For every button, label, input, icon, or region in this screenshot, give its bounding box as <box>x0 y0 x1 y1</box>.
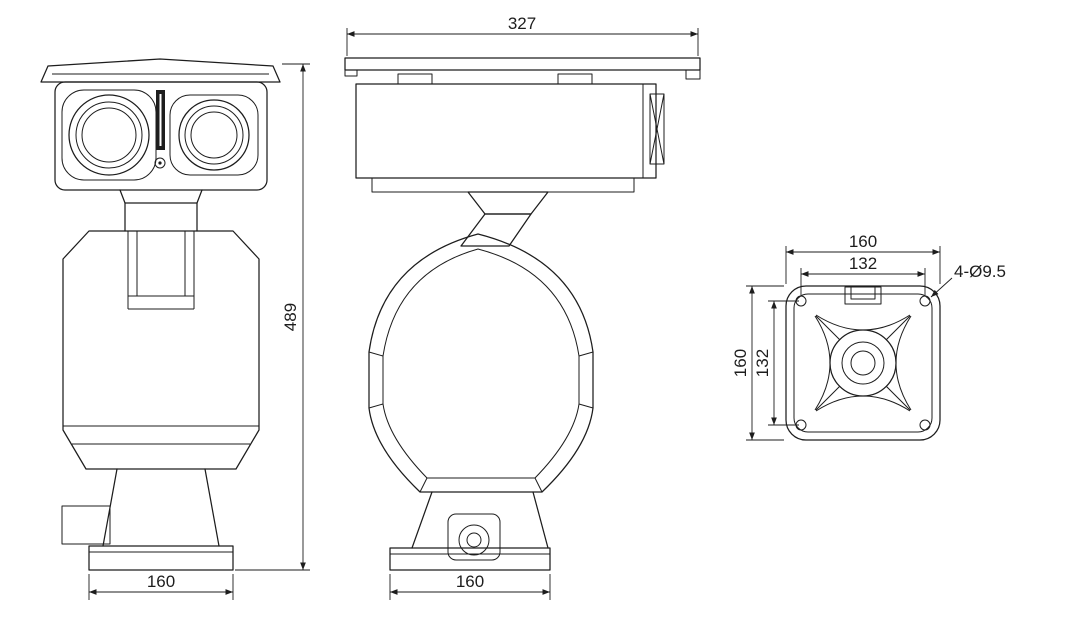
housing-underside <box>371 177 635 193</box>
dim-label-base-inner-height: 132 <box>753 349 772 377</box>
yoke-arm-side <box>460 213 532 247</box>
base-plate-side <box>389 547 551 571</box>
plate-top-tab <box>844 286 882 305</box>
base-junction-hole-inner <box>466 532 482 548</box>
sun-shield-right-lip <box>685 69 701 80</box>
dim-base-outer-width: 160 <box>785 232 941 284</box>
front-view: 160 489 <box>40 58 310 600</box>
lens-right-inner <box>190 111 238 159</box>
pan-body-inner <box>382 248 580 479</box>
mounting-plate-inner <box>793 293 933 433</box>
dim-front-base-width: 160 <box>88 572 234 600</box>
dim-label-front-base-width: 160 <box>147 572 175 591</box>
dim-label-side-top-width: 327 <box>508 14 536 33</box>
head-chin <box>119 189 203 204</box>
neck-front <box>124 202 198 232</box>
center-boss-mid <box>841 341 885 385</box>
hole-callout: 4-Ø9.5 <box>930 262 1006 298</box>
front-screw-dot <box>158 161 162 165</box>
dim-base-outer-height: 160 <box>731 285 784 441</box>
housing-body-side <box>355 83 657 179</box>
dim-extension-lines <box>88 574 234 600</box>
pan-body-outer <box>368 233 594 493</box>
callout-leader-line <box>930 277 953 298</box>
base-junction-box <box>447 513 501 561</box>
base-junction-hole <box>458 524 490 556</box>
sun-shield-left-lip <box>344 69 358 77</box>
dim-label-base-outer-width: 160 <box>849 232 877 251</box>
lens-left-inner <box>81 107 137 163</box>
rear-connector <box>649 93 665 165</box>
base-front <box>61 468 234 571</box>
camera-head-front <box>40 58 281 232</box>
body-band-lines <box>63 425 259 445</box>
callout-label-holes: 4-Ø9.5 <box>954 262 1006 281</box>
rear-connector-hatch <box>649 93 665 165</box>
sun-shield-front <box>40 58 281 83</box>
plate-rosette-ribs <box>815 315 911 411</box>
center-boss-inner <box>850 350 876 376</box>
lens-right-outer <box>178 99 250 171</box>
side-view: 327 <box>344 14 701 600</box>
front-screw <box>154 157 166 169</box>
dim-label-side-base-width: 160 <box>456 572 484 591</box>
dim-label-base-outer-height: 160 <box>731 349 750 377</box>
mounting-plate <box>785 285 941 441</box>
body-front <box>62 230 260 470</box>
pan-body-front <box>62 230 260 470</box>
camera-housing-side <box>344 57 701 247</box>
mounting-plate-outer <box>785 285 941 441</box>
dim-front-height: 489 <box>235 63 310 571</box>
lens-right-mid <box>184 105 244 165</box>
base-view: 160 132 160 132 4-Ø9.5 <box>731 232 1006 441</box>
housing-mount <box>467 191 549 215</box>
dim-base-inner-width: 132 <box>800 254 926 296</box>
housing-clip-right <box>557 73 593 85</box>
mounting-hole-top-right <box>919 295 931 307</box>
dim-extension-lines <box>389 574 551 600</box>
lens-bezel-right <box>169 94 259 176</box>
dim-label-front-height: 489 <box>281 303 300 331</box>
dim-side-top-width: 327 <box>346 14 699 56</box>
pedestal-front <box>102 468 220 547</box>
head-face <box>54 81 268 191</box>
mounting-hole-bottom-right <box>919 419 931 431</box>
sun-shield-side <box>344 57 701 71</box>
lens-left-outer <box>68 94 150 176</box>
cable-box-front <box>61 505 111 545</box>
housing-clip-left <box>397 73 433 85</box>
dim-base-inner-height: 132 <box>753 300 799 426</box>
pan-tilt-body-side <box>368 233 594 493</box>
base-plate-front <box>88 545 234 571</box>
pedestal-side <box>411 491 549 549</box>
pan-body-facet-ticks <box>368 351 594 493</box>
base-side <box>389 491 551 571</box>
plate-rosette-arcs <box>814 314 912 412</box>
lens-left-mid <box>75 101 143 169</box>
plate-top-tab-inner <box>850 286 876 300</box>
dim-label-base-inner-width: 132 <box>849 254 877 273</box>
dim-side-base-width: 160 <box>389 572 551 600</box>
yoke-slot <box>127 231 195 310</box>
